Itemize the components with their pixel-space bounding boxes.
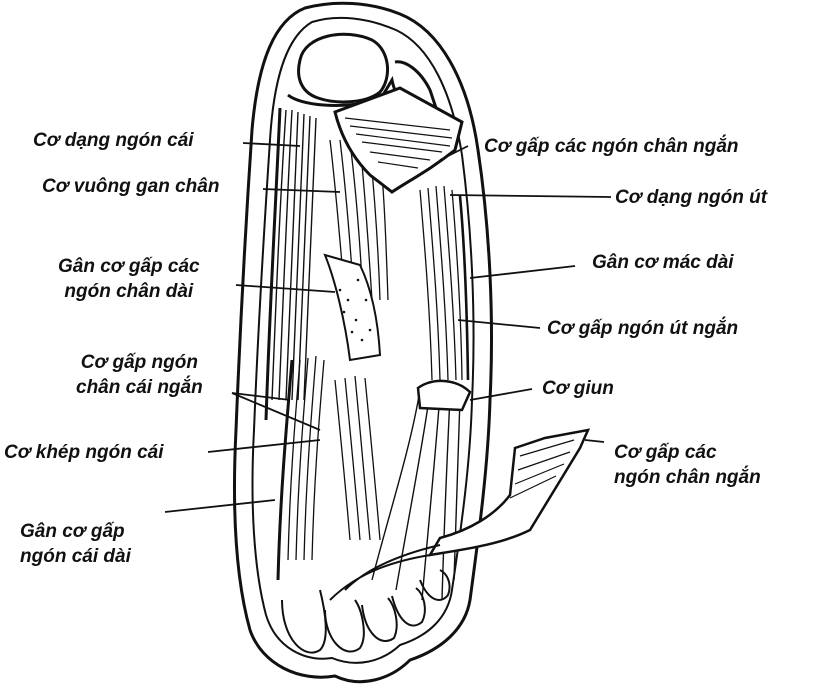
label-fdb-reflected-line1: Cơ gấp các	[614, 440, 761, 465]
label-abductor-hallucis: Cơ dạng ngón cái	[33, 128, 194, 153]
label-fdb-reflected: Cơ gấp các ngón chân ngắn	[614, 440, 761, 490]
label-fdl-tendon-line1: Gân cơ gấp các	[58, 254, 200, 279]
label-lumbricals: Cơ giun	[542, 376, 614, 401]
label-adductor-hallucis: Cơ khép ngón cái	[4, 440, 164, 465]
lumbrical-origin	[418, 381, 470, 410]
label-flexor-hallucis-brevis: Cơ gấp ngón chân cái ngắn	[76, 350, 203, 400]
label-fdb-reflected-line2: ngón chân ngắn	[614, 465, 761, 490]
label-abductor-digiti-minimi: Cơ dạng ngón út	[615, 185, 767, 210]
label-fhb-line1: Cơ gấp ngón	[76, 350, 203, 375]
label-fhb-line2: chân cái ngắn	[76, 375, 203, 400]
label-fdl-tendon-line2: ngón chân dài	[58, 279, 200, 304]
label-fdb-top: Cơ gấp các ngón chân ngắn	[484, 134, 739, 159]
label-peroneus-longus-tendon: Gân cơ mác dài	[592, 250, 734, 275]
heel-bone	[299, 34, 388, 102]
label-fhl-tendon-line1: Gân cơ gấp	[20, 519, 131, 544]
label-quadratus-plantae: Cơ vuông gan chân	[42, 174, 219, 199]
label-fhl-tendon: Gân cơ gấp ngón cái dài	[20, 519, 131, 569]
label-fdm-brevis: Cơ gấp ngón út ngắn	[547, 316, 738, 341]
label-fdl-tendon: Gân cơ gấp các ngón chân dài	[58, 254, 200, 304]
label-fhl-tendon-line2: ngón cái dài	[20, 544, 131, 569]
